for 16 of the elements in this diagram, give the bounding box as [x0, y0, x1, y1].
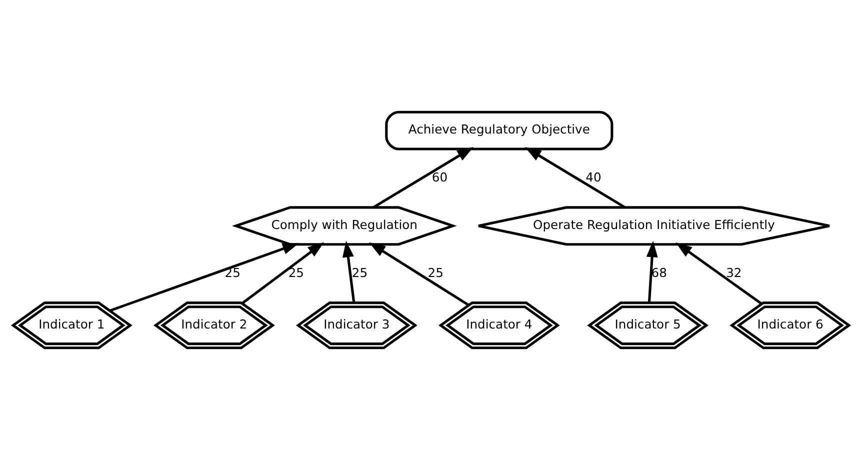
node-box: Achieve Regulatory Objective: [385, 110, 614, 150]
edge-label: 25: [428, 265, 444, 280]
arrow: [242, 242, 324, 304]
arrow: [109, 242, 300, 312]
arrow: [369, 242, 470, 306]
edge-label: 32: [726, 265, 742, 280]
edge-label: 25: [288, 265, 304, 280]
edge-label: 25: [352, 265, 368, 280]
arrow: [676, 242, 762, 304]
edge-label: 40: [586, 170, 602, 184]
arrow: [342, 240, 356, 302]
edge-label: 68: [651, 265, 667, 280]
edge-label: 60: [432, 170, 448, 184]
arrow: [372, 146, 474, 208]
arrow: [524, 146, 626, 208]
arrow: [646, 240, 658, 302]
